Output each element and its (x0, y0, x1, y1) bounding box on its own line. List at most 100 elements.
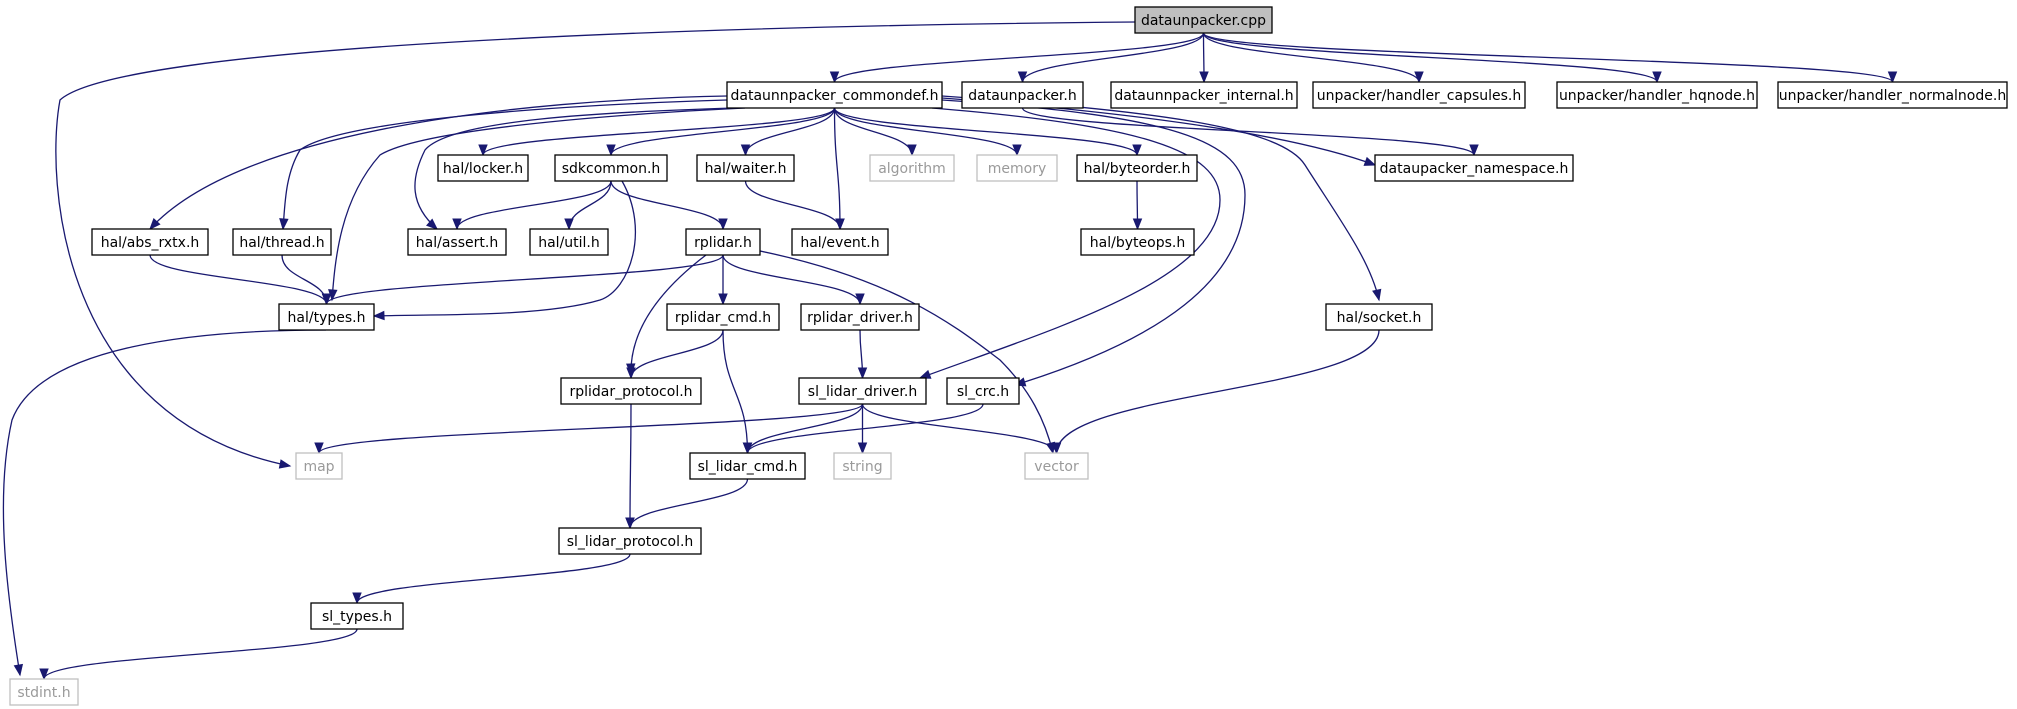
edge-root-to-capsules (1202, 32, 1424, 84)
node-box (1076, 154, 1198, 182)
node-label: memory (988, 161, 1047, 177)
node-byteops[interactable]: hal/byteops.h (1080, 228, 1195, 256)
node-sl-lidar-cmd[interactable]: sl_lidar_cmd.h (689, 452, 806, 480)
node-box (278, 303, 375, 331)
node-label: dataupacker_namespace.h (1380, 161, 1569, 177)
node-types[interactable]: hal/types.h (278, 303, 375, 331)
node-label: hal/event.h (800, 235, 879, 251)
node-thread[interactable]: hal/thread.h (232, 228, 332, 256)
edge-rplidar_cmd-to-rplidar_protocol (626, 329, 724, 380)
node-label: sl_lidar_cmd.h (698, 459, 798, 475)
edge-rplidar_protocol-to-sl_lidar_protocol (625, 403, 635, 530)
node-label: sl_crc.h (957, 384, 1009, 400)
node-box (833, 452, 892, 480)
edge-byteorder-to-byteops (1132, 180, 1143, 231)
edge-sl_lidar_driver-to-vector (861, 403, 1062, 455)
node-box (696, 154, 795, 182)
node-rplidar-cmd[interactable]: rplidar_cmd.h (666, 303, 780, 331)
node-box (800, 303, 920, 331)
node-box (91, 228, 209, 256)
edge-sdkcommon-to-types (372, 180, 636, 321)
edge-rplidar-to-types (321, 254, 724, 306)
edge-sl_lidar_protocol-to-sl_types (352, 553, 631, 605)
edge-rplidar_driver-to-sl_lidar_driver (857, 329, 868, 380)
edge-sdkcommon-to-assert (452, 180, 612, 231)
edge-rplidar-to-rplidar_cmd (718, 255, 728, 306)
node-label: algorithm (878, 161, 946, 177)
node-sl-lidar-protocol[interactable]: sl_lidar_protocol.h (558, 527, 702, 555)
node-sdkcommon[interactable]: sdkcommon.h (554, 154, 668, 182)
node-label: vector (1034, 459, 1079, 475)
node-commondef[interactable]: dataunnpacker_commondef.h (726, 81, 943, 109)
node-socket[interactable]: hal/socket.h (1325, 303, 1433, 331)
node-normalnode[interactable]: unpacker/handler_normalnode.h (1777, 81, 2008, 109)
node-event[interactable]: hal/event.h (791, 228, 889, 256)
node-label: sl_lidar_driver.h (808, 384, 917, 400)
node-box (976, 154, 1058, 182)
edge-commondef-to-abs_rxtx (149, 95, 728, 230)
edge-root-to-dataunpacker_h (1017, 32, 1205, 84)
node-label: dataunpacker.cpp (1141, 13, 1266, 29)
node-box (1134, 6, 1273, 34)
node-rplidar[interactable]: rplidar.h (685, 228, 761, 256)
node-label: hal/locker.h (443, 161, 523, 177)
node-label: unpacker/handler_capsules.h (1317, 88, 1522, 104)
node-map: map (295, 452, 343, 480)
node-box (961, 81, 1084, 109)
node-hqnode[interactable]: unpacker/handler_hqnode.h (1556, 81, 1758, 109)
edge-root-to-commondef (829, 32, 1205, 84)
node-string: string (833, 452, 892, 480)
node-box (295, 452, 343, 480)
node-box (1024, 452, 1089, 480)
edge-rplidar-to-rplidar_driver (722, 254, 865, 306)
node-memory: memory (976, 154, 1058, 182)
node-sl-crc[interactable]: sl_crc.h (946, 377, 1020, 405)
node-box (798, 377, 927, 405)
node-label: dataunnpacker_commondef.h (730, 88, 938, 104)
edge-commondef-to-sl_lidar_driver (918, 107, 1221, 379)
node-sl-types[interactable]: sl_types.h (310, 602, 404, 630)
node-label: rplidar.h (694, 235, 752, 251)
node-box (554, 154, 668, 182)
node-stdint: stdint.h (9, 678, 79, 706)
edge-commondef-to-sdkcommon (606, 107, 836, 157)
node-dataunpacker-h[interactable]: dataunpacker.h (961, 81, 1084, 109)
node-box (666, 303, 780, 331)
node-label: hal/byteorder.h (1084, 161, 1191, 177)
edge-sl_lidar_cmd-to-sl_lidar_protocol (625, 478, 749, 530)
node-algorithm: algorithm (869, 154, 955, 182)
node-box (407, 228, 507, 256)
node-box (1312, 81, 1526, 109)
node-rplidar-protocol[interactable]: rplidar_protocol.h (560, 377, 702, 405)
node-label: sl_types.h (322, 609, 392, 625)
node-label: unpacker/handler_hqnode.h (1559, 88, 1755, 104)
node-box (9, 678, 79, 706)
node-label: sl_lidar_protocol.h (567, 534, 694, 550)
node-box (1556, 81, 1758, 109)
node-box (310, 602, 404, 630)
edge-sl_lidar_driver-to-map (314, 403, 864, 455)
node-capsules[interactable]: unpacker/handler_capsules.h (1312, 81, 1526, 109)
node-box (726, 81, 943, 109)
edge-root-to-internal (1199, 32, 1209, 84)
node-abs-rxtx[interactable]: hal/abs_rxtx.h (91, 228, 209, 256)
edge-commondef-to-byteorder (833, 107, 1142, 157)
edge-dataunpacker_h-to-namespace (1021, 107, 1479, 157)
node-sl-lidar-driver[interactable]: sl_lidar_driver.h (798, 377, 927, 405)
node-rplidar-driver[interactable]: rplidar_driver.h (800, 303, 920, 331)
node-box (791, 228, 889, 256)
edge-commondef-to-event (833, 107, 845, 231)
node-label: stdint.h (17, 685, 70, 701)
node-vector: vector (1024, 452, 1089, 480)
node-internal[interactable]: dataunnpacker_internal.h (1110, 81, 1298, 109)
node-assert[interactable]: hal/assert.h (407, 228, 507, 256)
node-byteorder[interactable]: hal/byteorder.h (1076, 154, 1198, 182)
edge-commondef-to-thread (279, 99, 728, 231)
node-waiter[interactable]: hal/waiter.h (696, 154, 795, 182)
node-root: dataunpacker.cpp (1134, 6, 1273, 34)
node-locker[interactable]: hal/locker.h (437, 154, 529, 182)
edge-types-to-stdint (2, 329, 327, 677)
node-namespace[interactable]: dataupacker_namespace.h (1374, 154, 1574, 182)
node-box (437, 154, 529, 182)
node-util[interactable]: hal/util.h (529, 228, 609, 256)
